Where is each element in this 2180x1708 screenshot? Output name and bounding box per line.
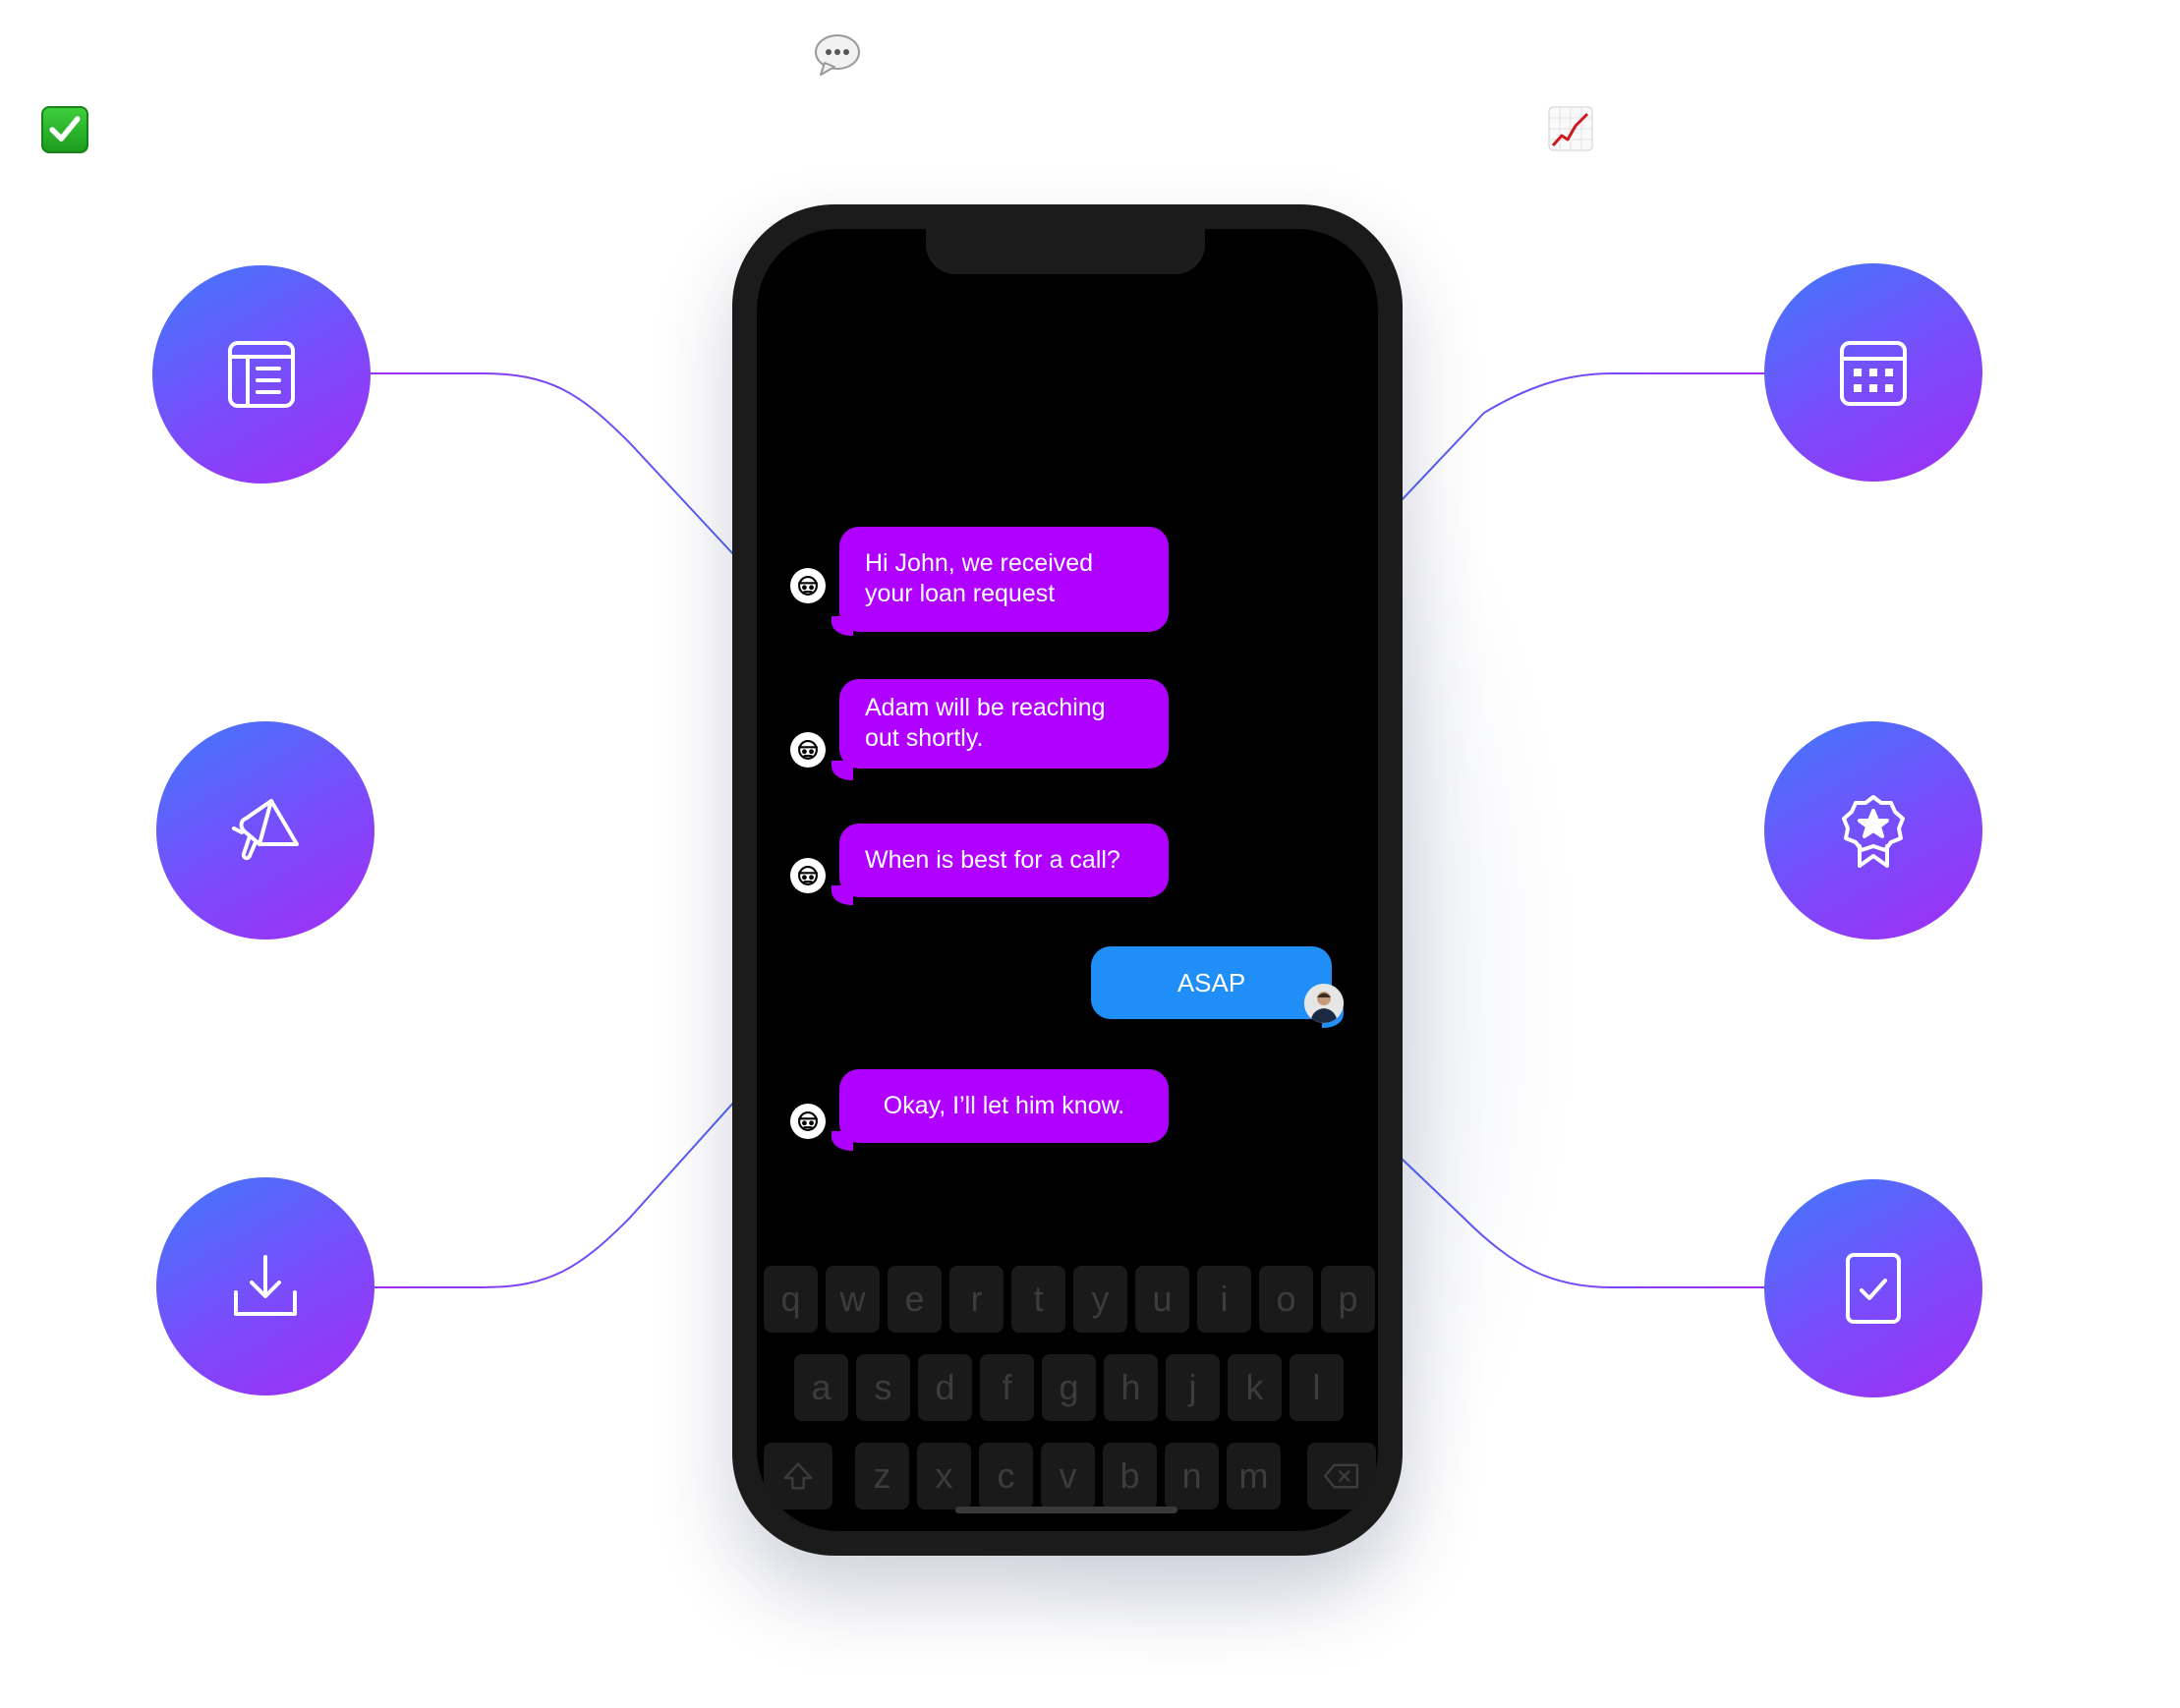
key-k[interactable]: k [1228,1354,1282,1421]
key-x[interactable]: x [917,1443,971,1509]
message-bubble-incoming: When is best for a call? [839,824,1169,897]
check-mark-button-icon [41,106,88,153]
bot-avatar [790,1104,826,1139]
phone-notch [926,229,1205,274]
clipboard-check-icon [1846,1253,1901,1324]
calendar-icon [1840,341,1907,406]
phone-screen: Hi John, we received your loan request A… [757,229,1378,1531]
feature-circle-calendar[interactable] [1764,263,1982,482]
download-tray-icon [234,1255,297,1316]
feature-circle-browser[interactable] [152,265,371,484]
key-j[interactable]: j [1166,1354,1220,1421]
key-v[interactable]: v [1041,1443,1095,1509]
message-bubble-outgoing: ASAP [1091,946,1332,1019]
key-o[interactable]: o [1259,1266,1313,1333]
key-l[interactable]: l [1290,1354,1344,1421]
key-u[interactable]: u [1135,1266,1189,1333]
feature-circle-award[interactable] [1764,721,1982,939]
bot-avatar [790,732,826,768]
key-b[interactable]: b [1103,1443,1157,1509]
message-bubble-incoming: Hi John, we received your loan request [839,527,1169,632]
feature-circle-clipboard[interactable] [1764,1179,1982,1397]
key-r[interactable]: r [949,1266,1004,1333]
key-y[interactable]: y [1073,1266,1127,1333]
home-indicator [955,1507,1177,1513]
megaphone-icon [232,799,299,861]
key-s[interactable]: s [856,1354,910,1421]
key-z[interactable]: z [855,1443,909,1509]
backspace-icon [1324,1463,1359,1489]
award-badge-icon [1842,795,1905,868]
key-a[interactable]: a [794,1354,848,1421]
feature-circle-megaphone[interactable] [156,721,374,939]
key-g[interactable]: g [1042,1354,1096,1421]
key-p[interactable]: p [1321,1266,1375,1333]
backspace-key[interactable] [1307,1443,1376,1509]
browser-list-icon [228,341,295,408]
chart-increasing-icon [1548,106,1593,151]
message-bubble-incoming: Adam will be reaching out shortly. [839,679,1169,769]
shift-icon [783,1462,813,1490]
key-f[interactable]: f [980,1354,1034,1421]
key-e[interactable]: e [888,1266,942,1333]
key-m[interactable]: m [1227,1443,1281,1509]
key-t[interactable]: t [1011,1266,1065,1333]
user-avatar [1304,984,1344,1023]
shift-key[interactable] [764,1443,832,1509]
key-i[interactable]: i [1197,1266,1251,1333]
bot-avatar [790,568,826,603]
key-q[interactable]: q [764,1266,818,1333]
key-c[interactable]: c [979,1443,1033,1509]
phone-frame: Hi John, we received your loan request A… [732,204,1403,1556]
key-w[interactable]: w [826,1266,880,1333]
key-h[interactable]: h [1104,1354,1158,1421]
feature-circle-download[interactable] [156,1177,374,1395]
speech-bubble-icon [811,29,862,81]
bot-avatar [790,858,826,893]
key-d[interactable]: d [918,1354,972,1421]
message-bubble-incoming: Okay, I’ll let him know. [839,1069,1169,1143]
key-n[interactable]: n [1165,1443,1219,1509]
